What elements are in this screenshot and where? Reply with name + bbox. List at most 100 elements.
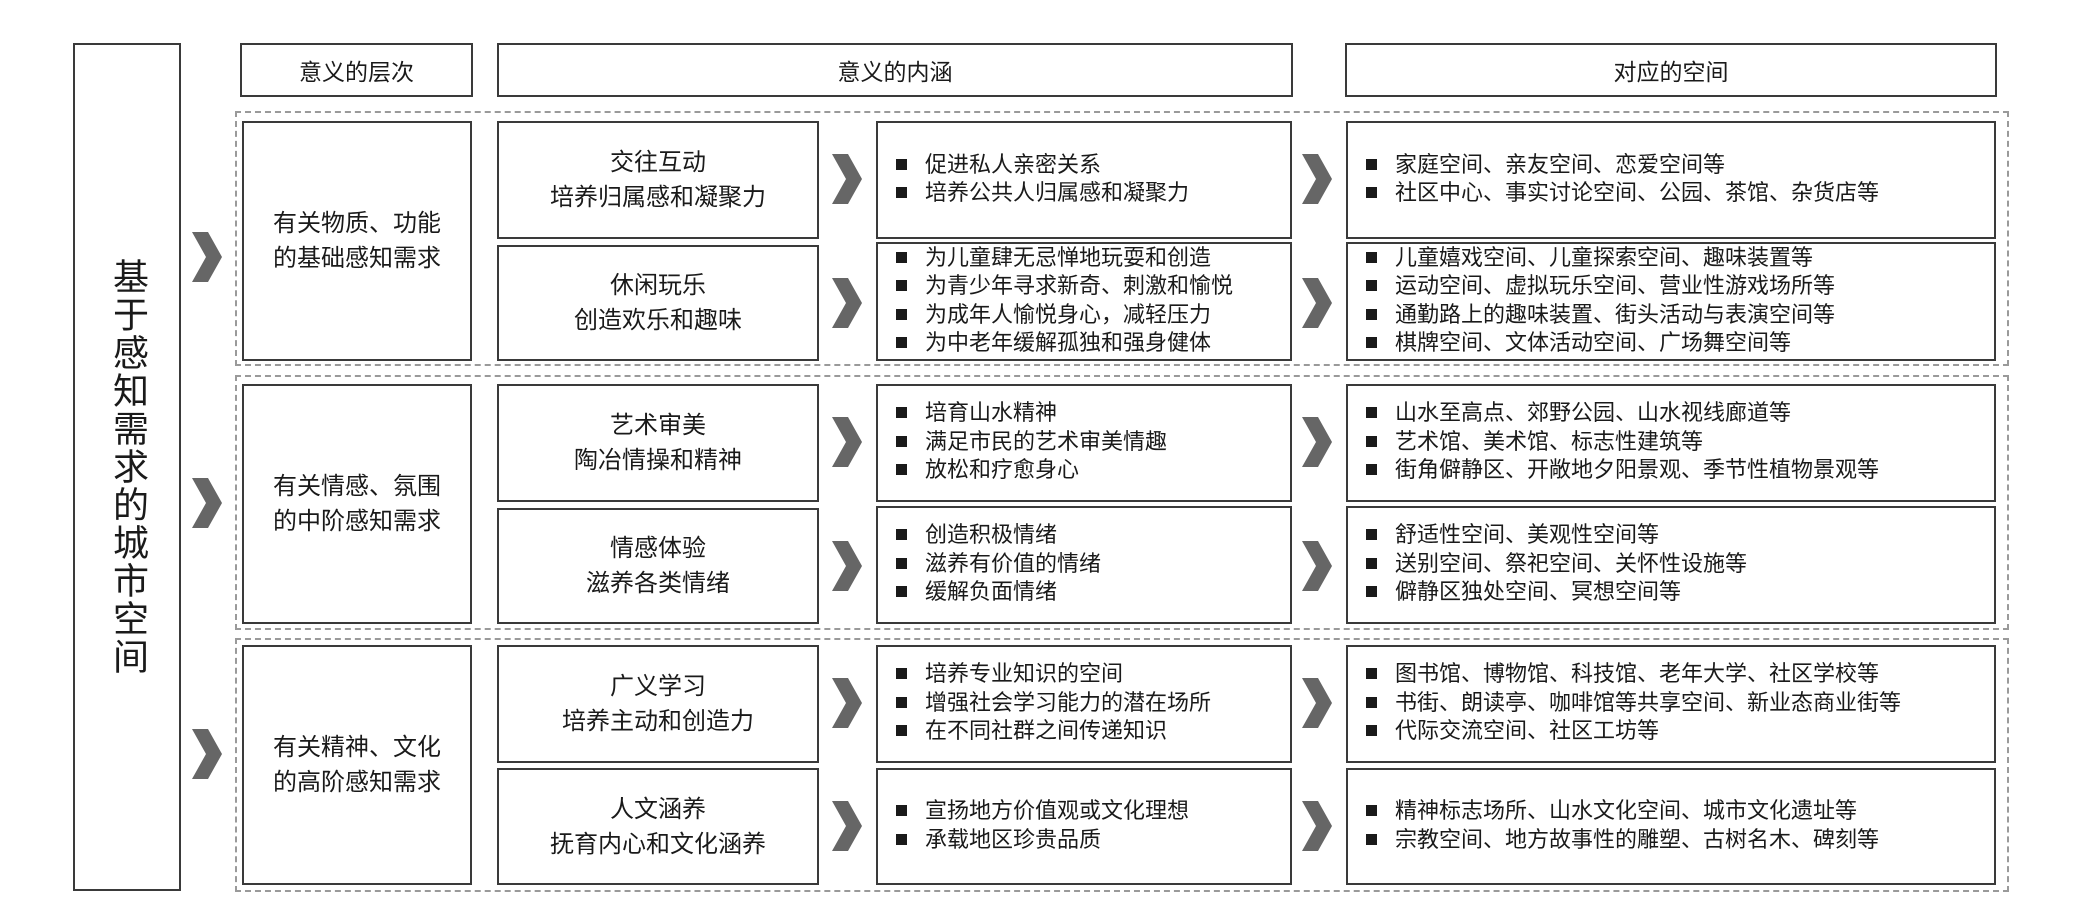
item-name: 广义学习 培养主动和创造力 <box>497 645 819 763</box>
space-list: 图书馆、博物馆、科技馆、老年大学、社区学校等 书街、朗读亭、咖啡馆等共享空间、新… <box>1346 645 1996 763</box>
meaning-list: 为儿童肆无忌惮地玩耍和创造 为青少年寻求新奇、刺激和愉悦 为成年人愉悦身心，减轻… <box>876 242 1292 361</box>
list-item: 艺术馆、美术馆、标志性建筑等 <box>1366 429 1984 458</box>
list-item: 僻静区独处空间、冥想空间等 <box>1366 579 1984 608</box>
level-high: 有关精神、文化 的高阶感知需求 <box>242 645 472 885</box>
chevron-right-icon <box>1302 801 1332 851</box>
item-name: 休闲玩乐 创造欢乐和趣味 <box>497 245 819 361</box>
square-bullet-icon <box>896 805 907 816</box>
list-item: 为青少年寻求新奇、刺激和愉悦 <box>896 273 1280 302</box>
item-name: 交往互动 培养归属感和凝聚力 <box>497 121 819 239</box>
square-bullet-icon <box>1366 725 1377 737</box>
square-bullet-icon <box>896 280 907 291</box>
group-frame-basic <box>235 111 2009 366</box>
list-item: 书街、朗读亭、咖啡馆等共享空间、新业态商业街等 <box>1366 690 1984 719</box>
list-item: 增强社会学习能力的潜在场所 <box>896 690 1280 719</box>
list-item: 为成年人愉悦身心，减轻压力 <box>896 302 1280 331</box>
chevron-right-icon <box>1302 154 1332 204</box>
chevron-right-icon <box>832 154 862 204</box>
header-level: 意义的层次 <box>240 43 473 97</box>
space-list: 家庭空间、亲友空间、恋爱空间等 社区中心、事实讨论空间、公园、茶馆、杂货店等 <box>1346 121 1996 239</box>
list-item: 缓解负面情绪 <box>896 579 1280 608</box>
square-bullet-icon <box>896 696 907 708</box>
list-item: 为儿童肆无忌惮地玩耍和创造 <box>896 245 1280 274</box>
list-item: 精神标志场所、山水文化空间、城市文化遗址等 <box>1366 798 1984 827</box>
list-item: 运动空间、虚拟玩乐空间、营业性游戏场所等 <box>1366 273 1984 302</box>
item-name: 情感体验 滋养各类情绪 <box>497 508 819 624</box>
list-item: 代际交流空间、社区工坊等 <box>1366 718 1984 747</box>
square-bullet-icon <box>1366 586 1377 598</box>
square-bullet-icon <box>896 158 907 170</box>
square-bullet-icon <box>1366 435 1377 447</box>
square-bullet-icon <box>896 725 907 737</box>
square-bullet-icon <box>1366 668 1377 680</box>
level-basic: 有关物质、功能 的基础感知需求 <box>242 121 472 361</box>
list-item: 社区中心、事实讨论空间、公园、茶馆、杂货店等 <box>1366 180 1984 209</box>
chevron-right-icon <box>1302 417 1332 467</box>
list-item: 为中老年缓解孤独和强身健体 <box>896 330 1280 359</box>
header-space: 对应的空间 <box>1345 43 1997 97</box>
chevron-right-icon <box>832 678 862 728</box>
group-frame-high <box>235 638 2009 892</box>
list-item: 通勤路上的趣味装置、街头活动与表演空间等 <box>1366 302 1984 331</box>
square-bullet-icon <box>896 308 907 320</box>
header-connotation: 意义的内涵 <box>497 43 1293 97</box>
square-bullet-icon <box>1366 187 1377 198</box>
list-item: 在不同社群之间传递知识 <box>896 718 1280 747</box>
square-bullet-icon <box>1366 464 1377 476</box>
list-item: 促进私人亲密关系 <box>896 152 1280 181</box>
list-item: 家庭空间、亲友空间、恋爱空间等 <box>1366 152 1984 181</box>
square-bullet-icon <box>1366 251 1377 263</box>
square-bullet-icon <box>896 435 907 447</box>
meaning-list: 培养专业知识的空间 增强社会学习能力的潜在场所 在不同社群之间传递知识 <box>876 645 1292 763</box>
space-list: 儿童嬉戏空间、儿童探索空间、趣味装置等 运动空间、虚拟玩乐空间、营业性游戏场所等… <box>1346 242 1996 361</box>
square-bullet-icon <box>896 668 907 680</box>
square-bullet-icon <box>1366 407 1377 419</box>
list-item: 放松和疗愈身心 <box>896 457 1280 486</box>
list-item: 街角僻静区、开敞地夕阳景观、季节性植物景观等 <box>1366 457 1984 486</box>
square-bullet-icon <box>896 586 907 598</box>
square-bullet-icon <box>1366 557 1377 569</box>
list-item: 滋养有价值的情绪 <box>896 551 1280 580</box>
square-bullet-icon <box>896 251 907 263</box>
title-box: 基于感知需求的城市空间 <box>73 43 181 891</box>
list-item: 满足市民的艺术审美情趣 <box>896 429 1280 458</box>
list-item: 宣扬地方价值观或文化理想 <box>896 798 1280 827</box>
level-middle: 有关情感、氛围 的中阶感知需求 <box>242 384 472 624</box>
list-item: 创造积极情绪 <box>896 522 1280 551</box>
square-bullet-icon <box>1366 529 1377 541</box>
item-name: 艺术审美 陶冶情操和精神 <box>497 384 819 502</box>
space-list: 舒适性空间、美观性空间等 送别空间、祭祀空间、关怀性设施等 僻静区独处空间、冥想… <box>1346 506 1996 624</box>
square-bullet-icon <box>896 464 907 476</box>
chevron-right-icon <box>832 541 862 591</box>
square-bullet-icon <box>1366 337 1377 348</box>
square-bullet-icon <box>896 187 907 198</box>
list-item: 培养专业知识的空间 <box>896 661 1280 690</box>
item-name: 人文涵养 抚育内心和文化涵养 <box>497 768 819 885</box>
list-item: 棋牌空间、文体活动空间、广场舞空间等 <box>1366 330 1984 359</box>
square-bullet-icon <box>896 407 907 419</box>
list-item: 送别空间、祭祀空间、关怀性设施等 <box>1366 551 1984 580</box>
square-bullet-icon <box>896 337 907 348</box>
chevron-right-icon <box>1302 541 1332 591</box>
meaning-list: 培育山水精神 满足市民的艺术审美情趣 放松和疗愈身心 <box>876 384 1292 502</box>
square-bullet-icon <box>1366 805 1377 816</box>
square-bullet-icon <box>1366 280 1377 291</box>
list-item: 宗教空间、地方故事性的雕塑、古树名木、碑刻等 <box>1366 827 1984 856</box>
square-bullet-icon <box>896 529 907 541</box>
space-list: 精神标志场所、山水文化空间、城市文化遗址等 宗教空间、地方故事性的雕塑、古树名木… <box>1346 768 1996 885</box>
meaning-list: 宣扬地方价值观或文化理想 承载地区珍贵品质 <box>876 768 1292 885</box>
list-item: 儿童嬉戏空间、儿童探索空间、趣味装置等 <box>1366 245 1984 274</box>
list-item: 培养公共人归属感和凝聚力 <box>896 180 1280 209</box>
meaning-list: 促进私人亲密关系 培养公共人归属感和凝聚力 <box>876 121 1292 239</box>
square-bullet-icon <box>896 557 907 569</box>
meaning-list: 创造积极情绪 滋养有价值的情绪 缓解负面情绪 <box>876 506 1292 624</box>
chevron-right-icon <box>1302 278 1332 328</box>
space-list: 山水至高点、郊野公园、山水视线廊道等 艺术馆、美术馆、标志性建筑等 街角僻静区、… <box>1346 384 1996 502</box>
chevron-right-icon <box>192 232 222 282</box>
list-item: 培育山水精神 <box>896 400 1280 429</box>
group-frame-middle <box>235 375 2009 630</box>
chevron-right-icon <box>832 801 862 851</box>
chevron-right-icon <box>192 478 222 528</box>
chevron-right-icon <box>832 278 862 328</box>
square-bullet-icon <box>1366 696 1377 708</box>
